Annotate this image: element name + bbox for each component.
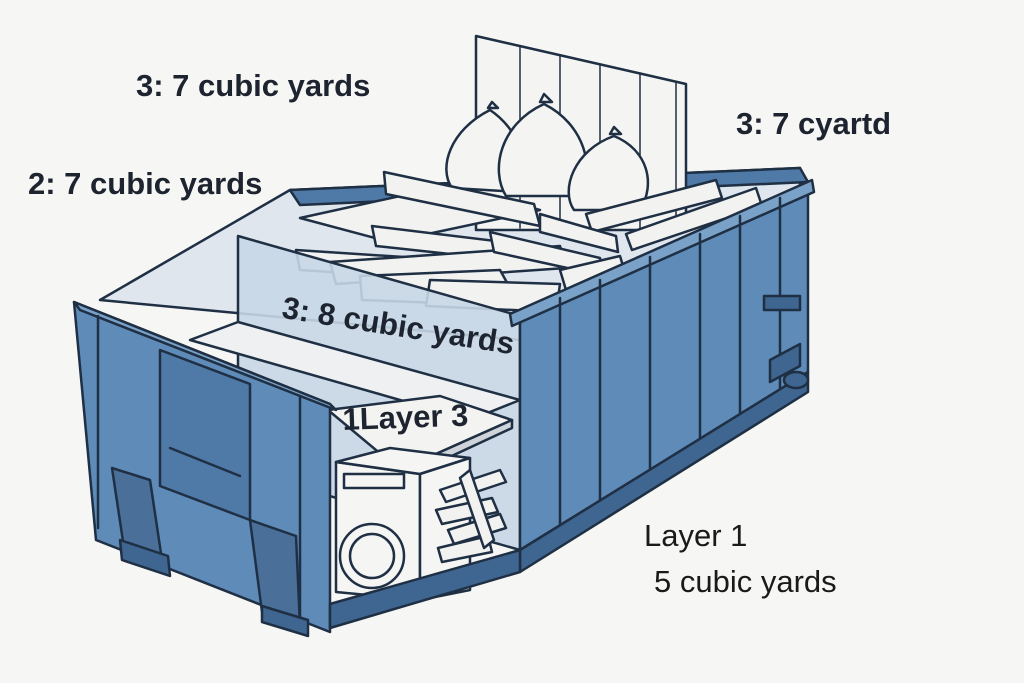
label-middle-left: 2: 7 cubic yards xyxy=(28,166,263,201)
wooden-sticks xyxy=(434,468,508,564)
label-top-left: 3: 7 cubic yards xyxy=(136,68,371,103)
label-layer1-volume: 5 cubic yards xyxy=(654,564,837,599)
dumpster-wheel xyxy=(782,370,810,390)
garbage-bags xyxy=(445,92,650,212)
dumpster-bottom-rail xyxy=(328,548,522,630)
dumpster-latch xyxy=(762,294,802,312)
label-lower-layer: 1Layer 3 xyxy=(341,397,469,437)
label-top-right: 3: 7 cyartd xyxy=(736,106,892,141)
label-layer1-title: Layer 1 xyxy=(644,518,748,553)
